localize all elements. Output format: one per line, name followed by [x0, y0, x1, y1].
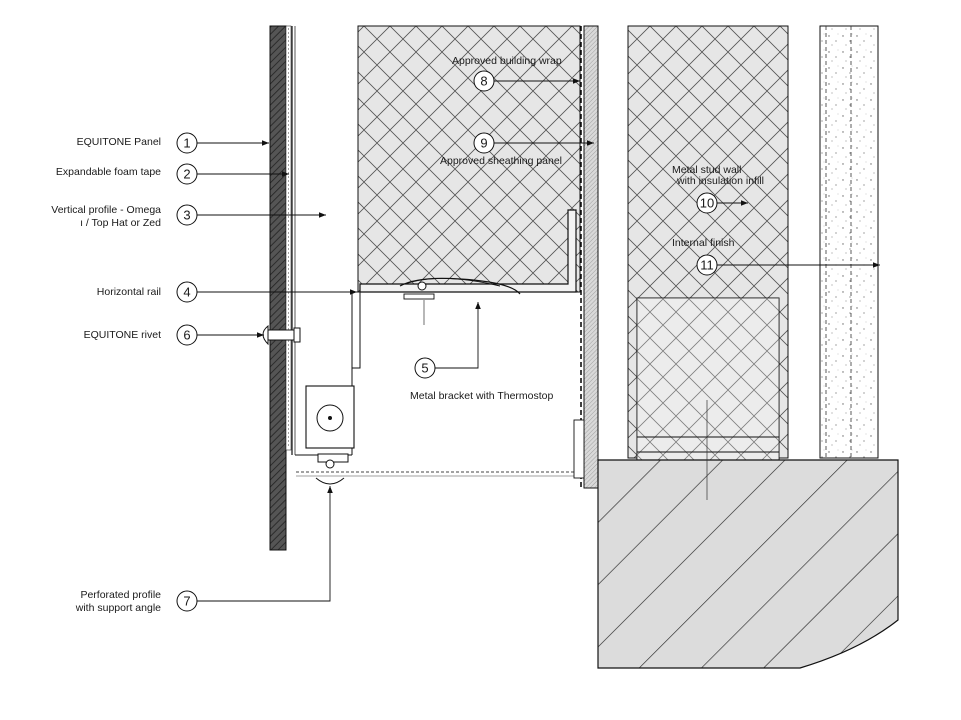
callout-4: Horizontal rail 4 [97, 281, 357, 303]
callout-2-label: Expandable foam tape [56, 166, 161, 178]
callout-3-label-line2: ı / Top Hat or Zed [80, 217, 161, 229]
callout-5-number: 5 [421, 361, 428, 376]
callout-7-label: Perforated profile [80, 589, 161, 601]
callout-8-label: Approved building wrap [452, 55, 562, 67]
callout-11: Internal finish 11 [672, 237, 880, 276]
equitone-rivet [262, 324, 301, 346]
callout-3-label: Vertical profile - Omega [51, 204, 161, 216]
callout-5: 5 Metal bracket with Thermostop [410, 300, 554, 402]
callout-10: Metal stud wall with insulation infill 1… [672, 164, 764, 214]
callout-6-label: EQUITONE rivet [84, 329, 161, 341]
sheathing-panel [583, 25, 599, 489]
callout-4-number: 4 [183, 285, 190, 300]
callout-8-number: 8 [480, 74, 487, 89]
callout-5-label: Metal bracket with Thermostop [410, 390, 554, 402]
callout-7-number: 7 [183, 594, 190, 609]
callout-1-number: 1 [183, 136, 190, 151]
rigid-insulation [357, 25, 581, 293]
callout-1-label: EQUITONE Panel [77, 136, 161, 148]
callout-1: EQUITONE Panel 1 [77, 132, 269, 154]
callout-10-number: 10 [700, 196, 714, 211]
callout-4-label: Horizontal rail [97, 286, 161, 298]
callout-2-number: 2 [183, 167, 190, 182]
callout-9-number: 9 [480, 136, 487, 151]
perforated-profile [296, 385, 576, 485]
foam-tape [285, 25, 292, 451]
vertical-profile [291, 26, 296, 455]
callout-7: Perforated profile with support angle 7 [75, 486, 333, 614]
callout-9: 9 Approved sheathing panel [440, 132, 594, 167]
callout-3: Vertical profile - Omega ı / Top Hat or … [51, 204, 326, 229]
callout-6-number: 6 [183, 328, 190, 343]
stud-channel [637, 436, 779, 453]
callout-11-number: 11 [700, 258, 714, 273]
callout-7-label-line2: with support angle [75, 602, 161, 614]
callout-10-label: Metal stud wall [672, 164, 741, 176]
metal-bracket [359, 209, 577, 300]
callout-3-number: 3 [183, 208, 190, 223]
callout-8: Approved building wrap 8 [452, 55, 580, 92]
concrete-slab [597, 459, 899, 669]
stud-wall-insulation [627, 25, 789, 462]
equitone-panel [269, 25, 287, 551]
callout-10-label-line2: with insulation infill [676, 175, 764, 187]
internal-finish [819, 25, 879, 459]
callout-11-label: Internal finish [672, 237, 735, 249]
callout-6: EQUITONE rivet 6 [84, 324, 264, 346]
callout-2: Expandable foam tape 2 [56, 163, 289, 185]
callout-9-label: Approved sheathing panel [440, 155, 562, 167]
support-angle [573, 419, 585, 479]
